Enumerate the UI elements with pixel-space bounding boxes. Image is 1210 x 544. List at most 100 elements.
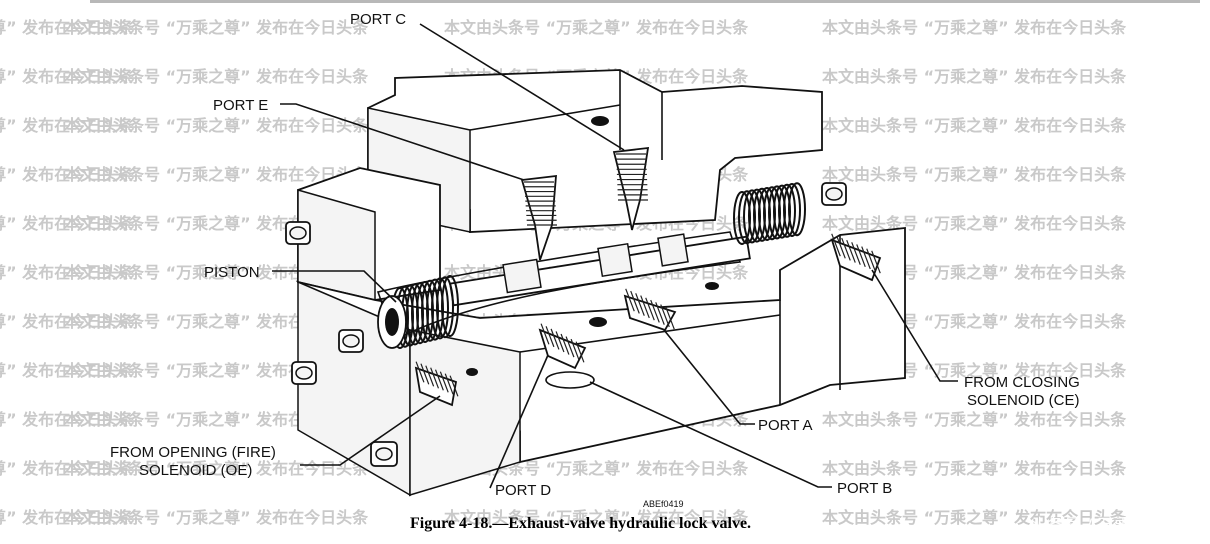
thread-line bbox=[655, 302, 665, 325]
thread-line bbox=[425, 365, 435, 387]
leader-closing bbox=[871, 269, 958, 382]
port-e-fitting bbox=[520, 174, 557, 261]
leader-port-b bbox=[589, 381, 832, 488]
label-opening-line1: FROM OPENING (FIRE) bbox=[110, 444, 276, 461]
label-port-d: PORT D bbox=[495, 482, 551, 499]
valve-drawing bbox=[285, 69, 906, 497]
callout-labels: PORT C PORT E PISTON FROM OPENING (FIRE)… bbox=[110, 11, 1080, 499]
port-c-fitting bbox=[612, 146, 650, 231]
piston-head-inner bbox=[385, 308, 399, 336]
label-port-e: PORT E bbox=[213, 97, 268, 114]
thread-line bbox=[575, 341, 585, 363]
leader-opening bbox=[300, 395, 441, 466]
hex-nut-upper-left bbox=[285, 221, 311, 245]
label-closing-line1: FROM CLOSING bbox=[964, 374, 1080, 391]
watermark-text: 本文由头条号 “万乘之尊” 发布在今日头条 bbox=[64, 67, 369, 86]
lower-base-middle bbox=[409, 329, 521, 497]
watermark-text: 本文由头条号 “万乘之尊” 发布在今日头条 bbox=[822, 410, 1127, 429]
thread-line bbox=[565, 336, 575, 358]
thread-line bbox=[439, 371, 449, 393]
opening-fitting bbox=[414, 361, 459, 407]
label-opening-line2: SOLENOID (OE) bbox=[139, 462, 252, 479]
thread-line bbox=[665, 306, 675, 330]
label-port-c: PORT C bbox=[350, 11, 406, 28]
spool-lands bbox=[502, 233, 689, 294]
thread-line bbox=[444, 373, 454, 395]
hex-nut-bottom bbox=[370, 441, 398, 467]
watermark-text: 本文由头条号 “万乘之尊” 发布在今日头条 bbox=[0, 410, 135, 429]
watermark-text: 本文由头条号 “万乘之尊” 发布在今日头条 bbox=[0, 116, 135, 135]
leader-port-a bbox=[663, 329, 755, 425]
leader-port-d bbox=[489, 354, 549, 489]
thread-line bbox=[449, 375, 459, 397]
thread-line bbox=[430, 367, 440, 389]
thread-line bbox=[841, 237, 851, 261]
thread-line bbox=[851, 242, 861, 265]
label-closing-line2: SOLENOID (CE) bbox=[967, 392, 1080, 409]
label-port-b: PORT B bbox=[837, 480, 892, 497]
label-port-a: PORT A bbox=[758, 417, 812, 434]
spring-coil bbox=[788, 182, 806, 237]
leader-piston bbox=[272, 270, 397, 303]
thread-line bbox=[635, 293, 645, 316]
thread-line bbox=[434, 369, 444, 391]
watermark-text: 本文由头条号 “万乘之尊” 发布在今日头条 bbox=[444, 508, 749, 527]
thread-line bbox=[650, 299, 660, 323]
watermark-text: 本文由头条号 “万乘之尊” 发布在今日头条 bbox=[64, 410, 369, 429]
thread-line bbox=[856, 244, 866, 268]
thread-line bbox=[871, 250, 881, 274]
thread-line bbox=[660, 304, 670, 328]
watermark-text: 本文由头条号 “万乘之尊” 发布在今日头条 bbox=[0, 67, 135, 86]
thread-line bbox=[831, 233, 841, 257]
figure-code: ABEf0419 bbox=[643, 499, 684, 509]
leader-lines bbox=[272, 23, 958, 489]
corner-watermark: 头条号 / 万乘之尊 bbox=[1030, 516, 1166, 536]
thread-line bbox=[560, 333, 570, 355]
piston-spring-left bbox=[391, 275, 459, 349]
hex-nut-left-lower bbox=[291, 361, 317, 385]
watermark-text: 本文由头条号 “万乘之尊” 发布在今日头条 bbox=[64, 263, 369, 282]
watermark-text: 本文由头条号 “万乘之尊” 发布在今日头条 bbox=[0, 459, 135, 478]
watermark-text: 本文由头条号 “万乘之尊” 发布在今日头条 bbox=[822, 18, 1127, 37]
hex-nut-right bbox=[821, 182, 847, 206]
watermark-text: 本文由头条号 “万乘之尊” 发布在今日头条 bbox=[0, 312, 135, 331]
thread-line bbox=[550, 328, 560, 350]
watermark-text: 本文由头条号 “万乘之尊” 发布在今日头条 bbox=[0, 508, 135, 527]
spring-coil bbox=[778, 183, 796, 238]
watermark-text: 本文由头条号 “万乘之尊” 发布在今日头条 bbox=[64, 508, 369, 527]
watermark-text: 本文由头条号 “万乘之尊” 发布在今日头条 bbox=[822, 116, 1127, 135]
watermark-text: 本文由头条号 “万乘之尊” 发布在今日头条 bbox=[822, 214, 1127, 233]
watermark-text: 本文由头条号 “万乘之尊” 发布在今日头条 bbox=[0, 18, 135, 37]
watermark-text: 本文由头条号 “万乘之尊” 发布在今日头条 bbox=[822, 459, 1127, 478]
base-hole-1 bbox=[589, 317, 607, 327]
thread-line bbox=[645, 297, 655, 321]
watermark-text: 本文由头条号 “万乘之尊” 发布在今日头条 bbox=[64, 165, 369, 184]
thread-line bbox=[866, 248, 876, 272]
base-hole-3 bbox=[466, 368, 478, 376]
watermark-text: 本文由头条号 “万乘之尊” 发布在今日头条 bbox=[64, 18, 369, 37]
thread-line bbox=[420, 363, 430, 385]
piston-spring-right bbox=[733, 182, 806, 245]
spring-coil bbox=[441, 275, 459, 337]
thread-line bbox=[570, 338, 580, 360]
port-d-fitting bbox=[538, 323, 587, 370]
watermark-text: 本文由头条号 “万乘之尊” 发布在今日头条 bbox=[822, 67, 1127, 86]
upper-edge-line bbox=[469, 104, 621, 131]
watermark-text: 本文由头条号 “万乘之尊” 发布在今日头条 bbox=[0, 361, 135, 380]
watermark-text: 本文由头条号 “万乘之尊” 发布在今日头条 bbox=[0, 214, 135, 233]
leader-port-e bbox=[280, 103, 525, 181]
watermark-text: 本文由头条号 “万乘之尊” 发布在今日头条 bbox=[0, 165, 135, 184]
thread-line bbox=[415, 361, 425, 383]
watermark-text: 本文由头条号 “万乘之尊” 发布在今日头条 bbox=[0, 263, 135, 282]
spring-coil bbox=[431, 277, 449, 340]
thread-line bbox=[861, 246, 871, 270]
label-piston: PISTON bbox=[204, 264, 260, 281]
top-port-hole bbox=[591, 116, 609, 126]
base-hole-2 bbox=[705, 282, 719, 290]
spring-coil bbox=[783, 183, 801, 237]
thread-line bbox=[846, 239, 856, 263]
thread-line bbox=[640, 295, 650, 319]
closing-fitting bbox=[830, 233, 882, 282]
thread-line bbox=[540, 323, 550, 345]
